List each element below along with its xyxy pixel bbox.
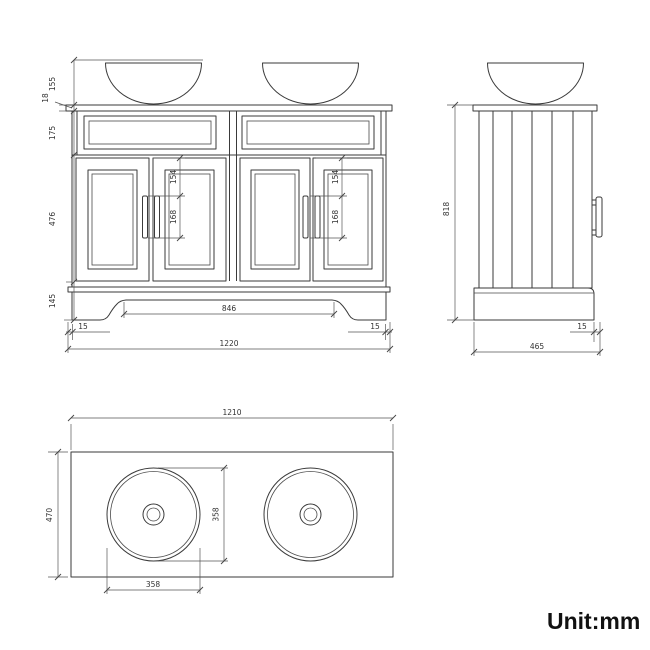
side-plinth <box>473 287 595 321</box>
front-right-basin <box>262 62 359 105</box>
dim-overall-width: 1220 <box>219 339 238 348</box>
dim-base-inset-right: 15 <box>370 322 380 331</box>
side-panel <box>478 110 593 289</box>
door-handle-1 <box>142 195 148 239</box>
front-left-basin <box>105 62 202 105</box>
dim-base-inset-left: 15 <box>78 322 88 331</box>
dim-handle-top-offset-right: 154 <box>331 170 340 185</box>
front-plinth <box>67 286 391 321</box>
plan-left-basin <box>106 467 201 562</box>
front-width-dimensions: 846 15 15 1220 <box>64 302 394 353</box>
front-door-3 <box>239 157 311 282</box>
door-handle-2 <box>154 195 160 239</box>
dim-overall-depth: 465 <box>530 342 545 351</box>
front-door-1 <box>75 157 150 282</box>
front-drawer-panel-right <box>241 115 375 150</box>
dim-handle-length-left: 168 <box>169 210 178 225</box>
side-view: 818 15 465 <box>442 62 604 356</box>
front-drawer-panel-left <box>83 115 217 150</box>
dim-worktop-width: 1210 <box>222 408 241 417</box>
dim-basin-diameter-depth: 358 <box>212 507 221 522</box>
side-panel-plank-lines <box>492 111 574 288</box>
dim-overall-height: 818 <box>442 202 451 217</box>
dim-plinth-height: 145 <box>48 294 57 309</box>
unit-label: Unit:mm <box>547 608 640 634</box>
dim-plinth-opening-width: 846 <box>222 304 237 313</box>
dim-basin-diameter-width: 358 <box>146 580 161 589</box>
dim-rear-inset: 15 <box>577 322 587 331</box>
front-door-4 <box>312 157 384 282</box>
handle-dimensions-right: 154 168 <box>310 154 347 242</box>
side-dimensions: 818 15 465 <box>442 101 604 356</box>
dim-handle-length-right: 168 <box>331 210 340 225</box>
dim-worktop-thickness: 18 <box>41 93 50 103</box>
door-handle-3 <box>302 195 309 239</box>
handle-dimensions-left: 154 168 <box>148 154 185 242</box>
side-basin <box>487 62 584 105</box>
front-door-2 <box>152 157 227 282</box>
front-view: 155 18 175 476 145 154 168 1 <box>41 56 394 353</box>
door-handle-4 <box>314 195 321 239</box>
dim-handle-top-offset-left: 154 <box>169 170 178 185</box>
side-worktop <box>472 104 598 112</box>
front-worktop <box>65 104 393 112</box>
side-door-handle <box>591 196 603 238</box>
plan-right-basin <box>263 467 358 562</box>
dim-worktop-depth: 470 <box>45 508 54 523</box>
dim-drawer-front-height: 175 <box>48 126 57 141</box>
plan-worktop <box>70 451 394 578</box>
dim-basin-height: 155 <box>48 77 57 92</box>
plan-dimensions: 1210 470 358 358 <box>45 408 397 594</box>
top-view: 1210 470 358 358 <box>45 408 397 594</box>
front-height-dimensions: 155 18 175 476 145 <box>41 56 203 324</box>
dim-door-height: 476 <box>48 212 57 227</box>
